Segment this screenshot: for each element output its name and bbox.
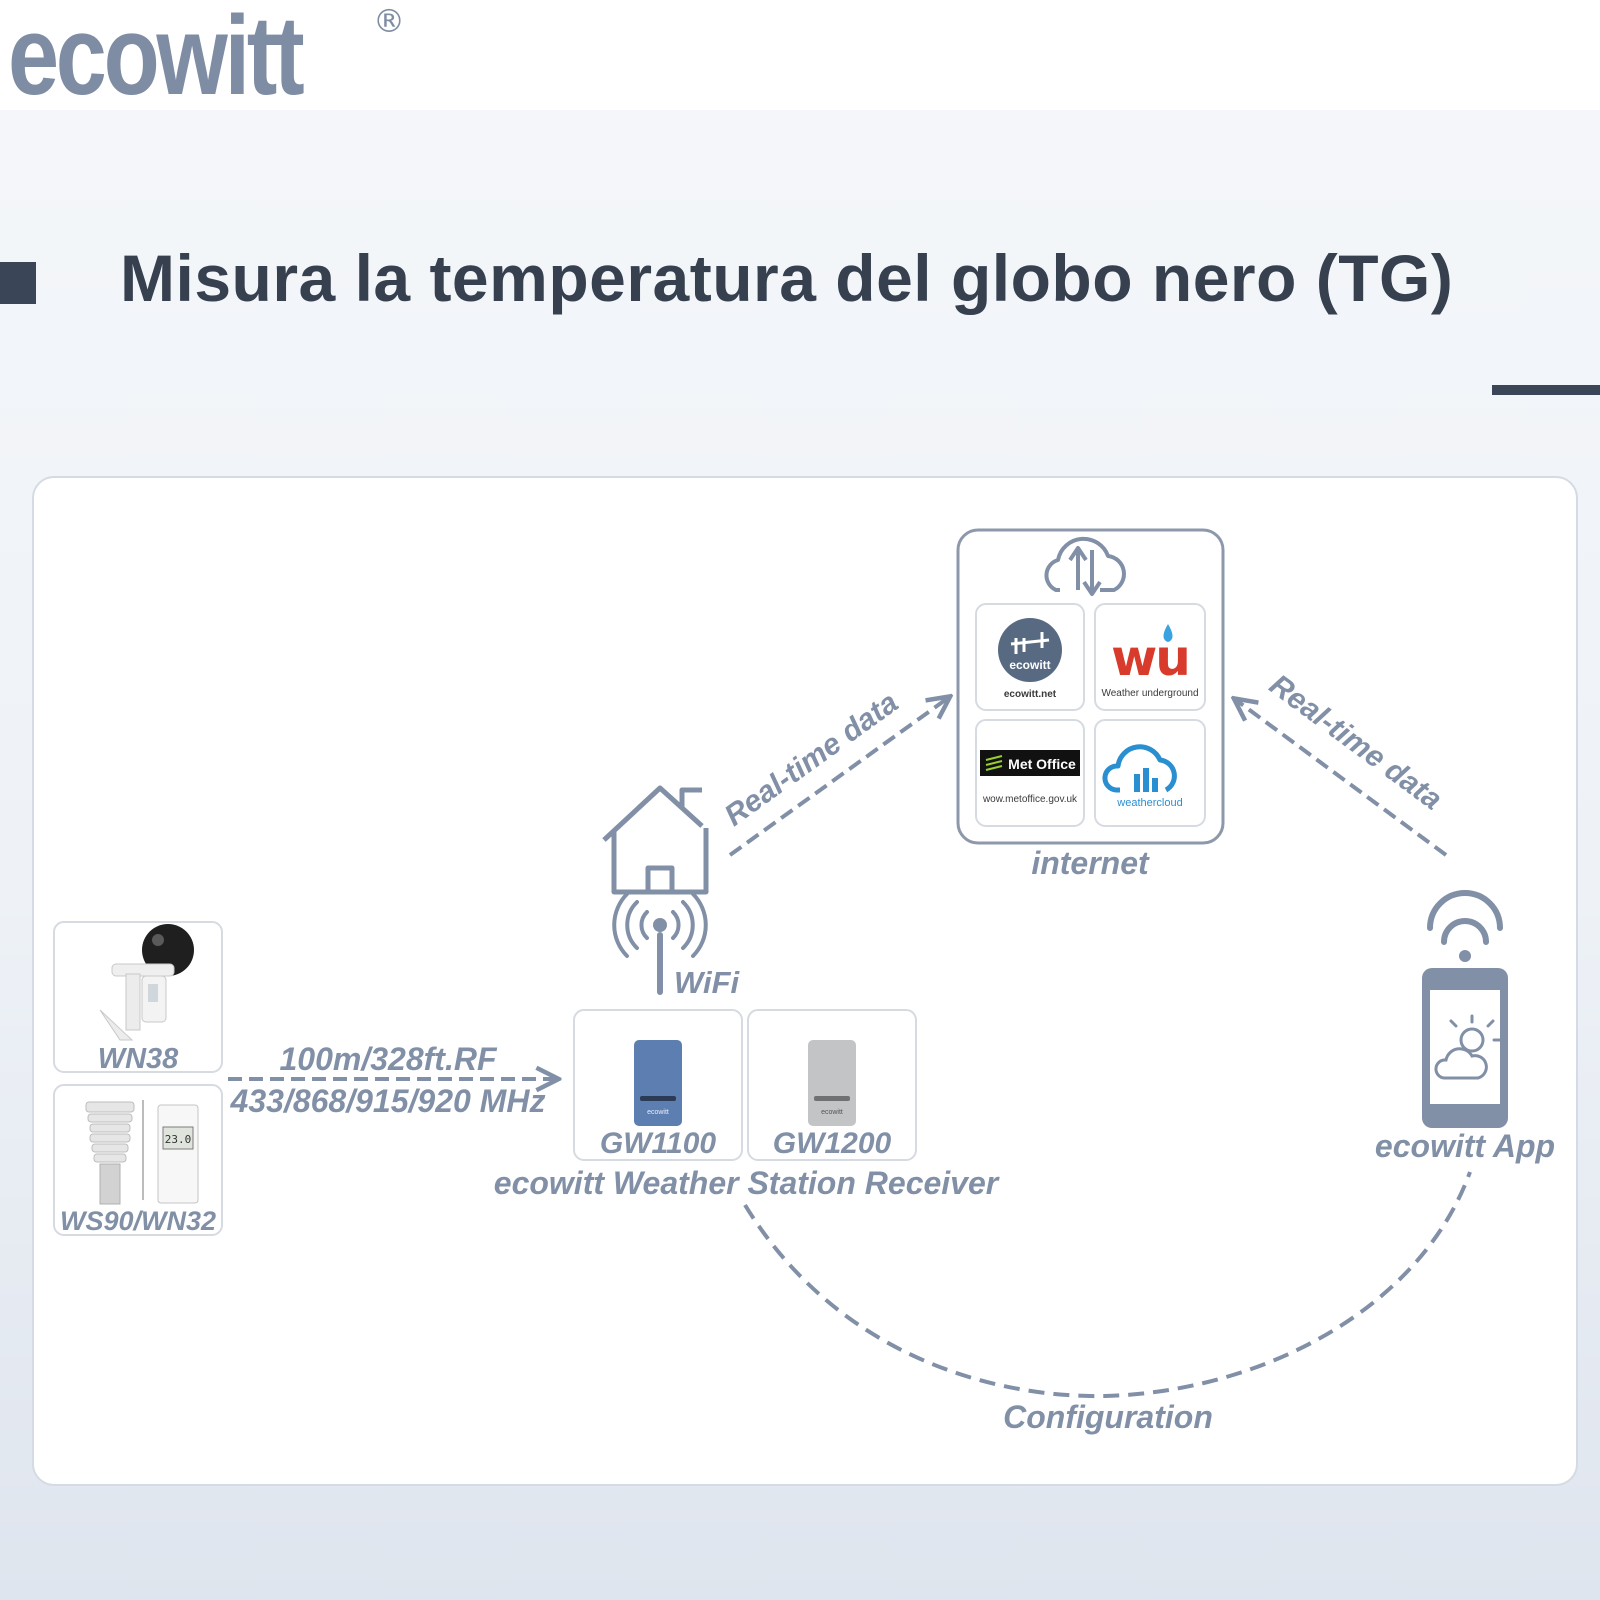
page-title: Misura la temperatura del globo nero (TG…	[120, 241, 1454, 315]
title-marker	[0, 262, 36, 304]
receiver-caption: ecowitt Weather Station Receiver	[494, 1165, 1000, 1201]
accent-line	[1492, 385, 1600, 395]
app-label: ecowitt App	[1375, 1128, 1555, 1164]
service-tile-weathercloud: weathercloud	[1094, 719, 1206, 827]
receiver-label: GW1100	[600, 1127, 716, 1160]
rf-link: 100m/328ft.RF 433/868/915/920 MHz	[228, 1041, 556, 1119]
service-tile-metoffice: Met Office wow.metoffice.gov.uk	[975, 719, 1085, 827]
gw1100-device-icon: ecowitt	[634, 1040, 682, 1126]
service-badge: ecowitt	[1009, 658, 1050, 672]
wifi-signal-icon	[1427, 890, 1503, 962]
service-name: wow.metoffice.gov.uk	[982, 794, 1078, 805]
configuration-link: Configuration	[743, 1171, 1472, 1435]
weather-station-icon	[85, 1100, 144, 1205]
wifi-label: WiFi	[674, 965, 741, 1000]
realtime-link-right: Real-time data	[1236, 668, 1448, 857]
sensor-ws90-card: 23.0 WS90/WN32	[53, 1084, 223, 1236]
header-strip	[0, 0, 1600, 110]
device-badge: ecowitt	[647, 1109, 669, 1116]
sensor-wn38-card: WN38	[53, 921, 223, 1075]
service-name: weathercloud	[1116, 797, 1182, 809]
ecowitt-logo: ecowitt	[8, 0, 305, 118]
black-globe-sensor-icon	[99, 924, 194, 1041]
console-lcd-readout: 23.0	[165, 1133, 192, 1146]
sensor-label: WN38	[98, 1043, 179, 1075]
service-tile-ecowitt: ecowitt ecowitt.net	[975, 603, 1085, 711]
configuration-label: Configuration	[1003, 1399, 1213, 1435]
receiver-gw1200-card: ecowitt GW1200	[747, 1009, 917, 1161]
service-tile-wunderground: wu Weather underground	[1094, 603, 1206, 711]
display-console-icon: 23.0	[157, 1104, 199, 1204]
wifi-antenna-icon	[612, 892, 708, 995]
internet-label: internet	[1031, 845, 1150, 881]
service-name: ecowitt.net	[1004, 689, 1057, 700]
cloud-sync-icon	[1044, 536, 1126, 596]
internet-box: ecowitt ecowitt.net wu Weather undergrou…	[956, 528, 1225, 845]
receiver-label: GW1200	[773, 1127, 892, 1160]
wu-badge: wu	[1111, 629, 1189, 687]
service-badge: Met Office	[1008, 756, 1076, 772]
realtime-label-left: Real-time data	[719, 686, 905, 833]
registered-mark: ®	[373, 2, 405, 40]
device-badge: ecowitt	[821, 1109, 843, 1116]
house-icon	[602, 785, 709, 895]
rf-frequency-label: 433/868/915/920 MHz	[230, 1083, 546, 1119]
realtime-link-left: Real-time data	[719, 686, 948, 857]
rf-range-label: 100m/328ft.RF	[280, 1041, 498, 1077]
sensor-label: WS90/WN32	[60, 1206, 216, 1236]
diagram-panel	[32, 476, 1578, 1486]
gw1200-device-icon: ecowitt	[808, 1040, 856, 1126]
service-name: Weather underground	[1101, 688, 1198, 699]
weather-sun-cloud-icon	[1434, 1014, 1502, 1080]
receiver-gw1100-card: ecowitt GW1100	[573, 1009, 743, 1161]
